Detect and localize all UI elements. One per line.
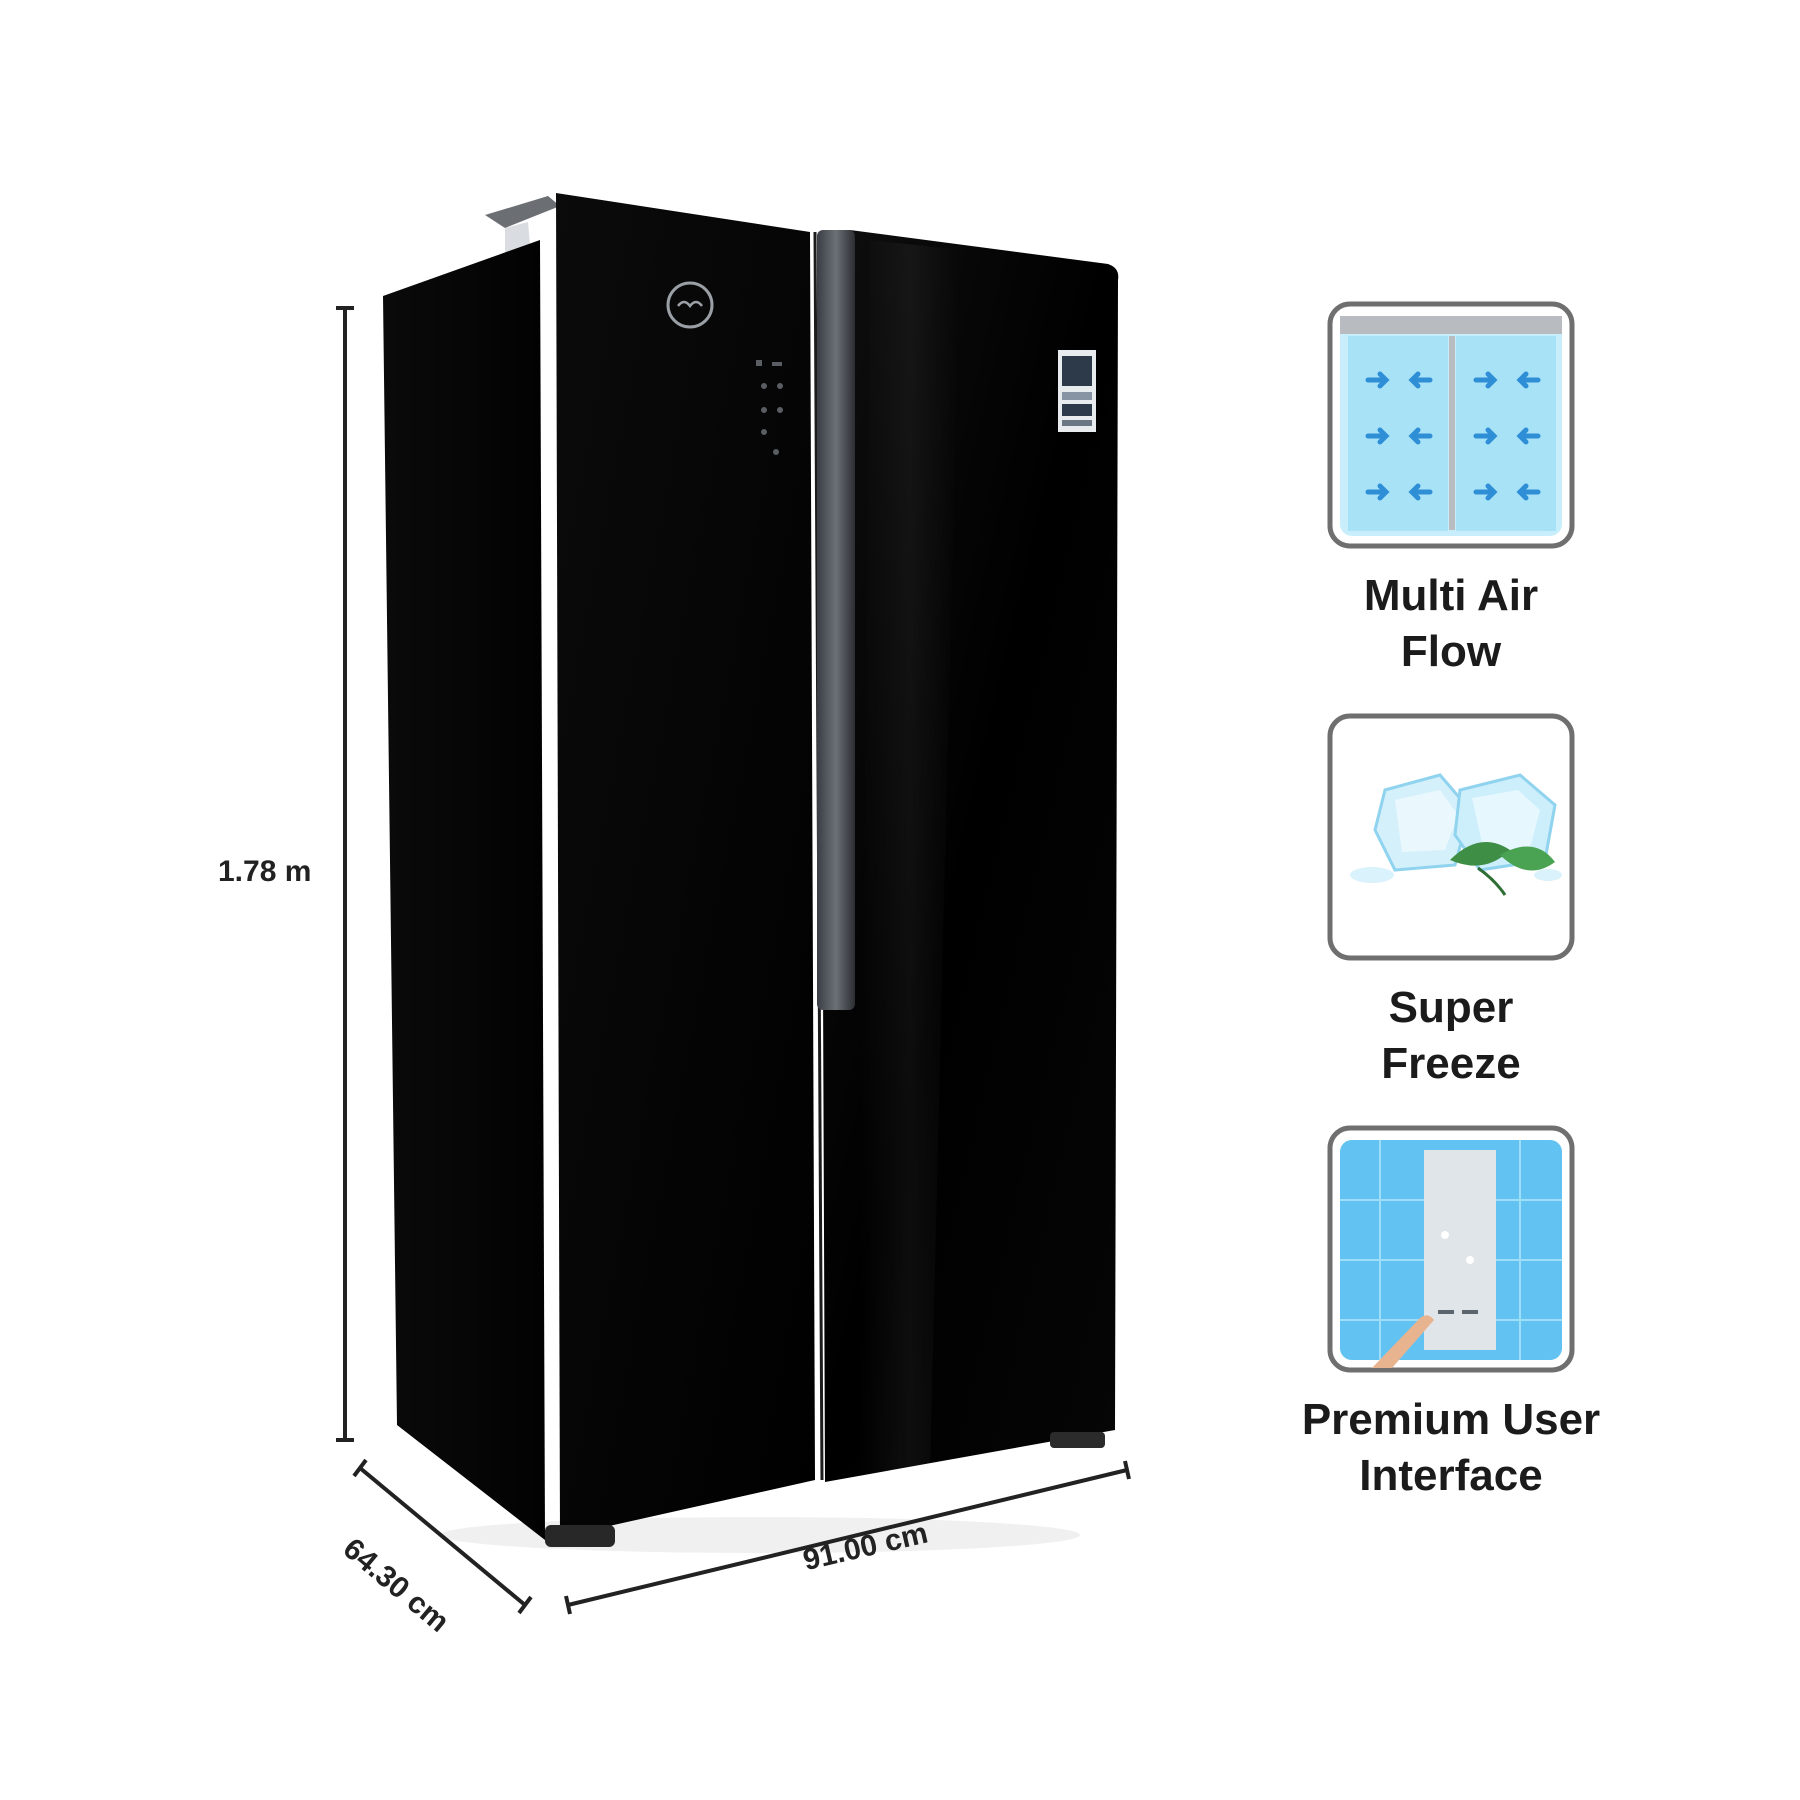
height-dimension-line [336,306,354,1442]
feature-card-super-freeze [1327,713,1575,961]
touch-panel-icon [1340,1140,1562,1368]
feature-label-super-freeze: Super Freeze [1381,983,1521,1088]
energy-label-sticker [1058,350,1096,432]
feature-card-multi-air-flow [1327,301,1575,549]
height-dimension-label: 1.78 m [218,855,312,888]
touch-panel-dots [756,360,783,455]
fridge-foot [1050,1432,1105,1448]
feature-card-premium-user-interface [1327,1125,1575,1373]
brand-logo [666,281,714,329]
feature-label-multi-air-flow: Multi Air Flow [1363,571,1539,676]
fridge-handle [817,230,855,1010]
multi-air-flow-icon [1340,316,1562,536]
feature-label-premium-user-interface: Premium User Interface [1301,1395,1601,1500]
ice-cubes-icon [1350,773,1562,896]
width-dimension-line [564,1460,1131,1615]
depth-dimension-line [352,1458,533,1615]
fridge-foot [545,1525,615,1547]
fridge-side-panel [383,240,545,1540]
fridge-top-rail [485,196,560,228]
fridge-left-door [556,193,815,1537]
